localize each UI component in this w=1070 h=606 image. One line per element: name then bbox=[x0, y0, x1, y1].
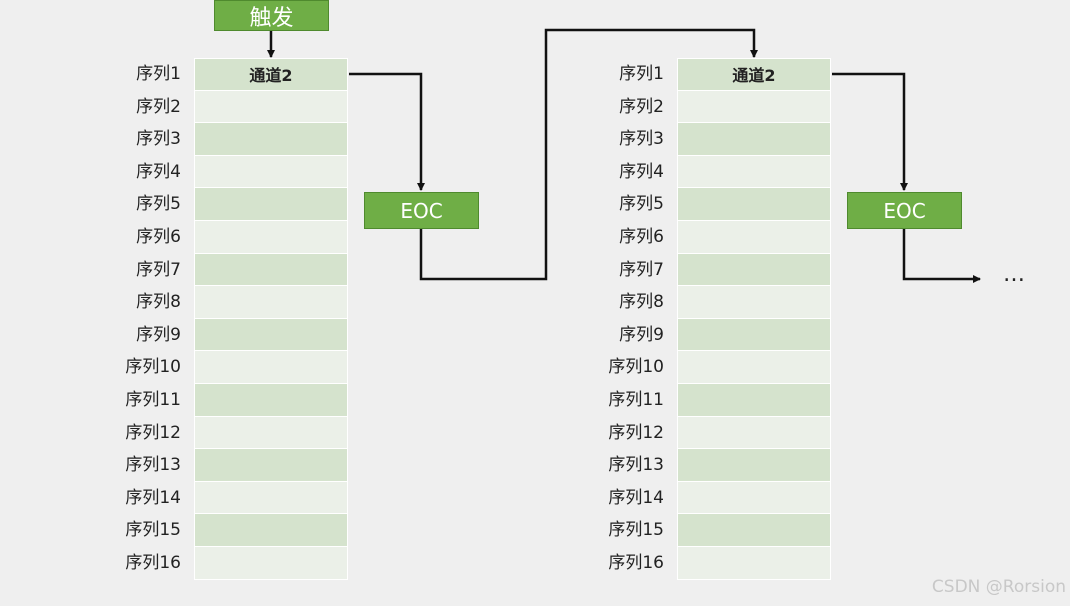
sequence-cell bbox=[194, 416, 348, 450]
trigger-label: 触发 bbox=[249, 5, 294, 31]
sequence-cell bbox=[194, 221, 348, 254]
sequence-cell bbox=[677, 90, 831, 124]
sequence-cell bbox=[194, 123, 348, 156]
sequence-cell bbox=[677, 416, 831, 450]
sequence-label: 序列5 bbox=[619, 194, 664, 215]
sequence-cell bbox=[194, 318, 348, 352]
sequence-label: 序列2 bbox=[619, 96, 664, 117]
sequence-cell bbox=[194, 188, 348, 221]
sequence-cell bbox=[194, 90, 348, 124]
sequence-label: 序列9 bbox=[136, 324, 181, 345]
sequence-cell bbox=[677, 514, 831, 547]
sequence-cell bbox=[194, 384, 348, 417]
sequence-label: 序列16 bbox=[125, 553, 181, 573]
sequence-label: 序列11 bbox=[608, 390, 664, 410]
sequence-cell bbox=[194, 547, 348, 580]
column-1-to-eoc-1-arrow bbox=[349, 72, 425, 191]
sequence-label: 序列3 bbox=[619, 129, 664, 150]
trigger-box: 触发 bbox=[214, 0, 329, 31]
eoc-box-1: EOC bbox=[364, 192, 479, 229]
channel-label: 通道2 bbox=[249, 66, 293, 86]
sequence-cell bbox=[194, 253, 348, 287]
sequence-cell bbox=[677, 547, 831, 580]
sequence-label: 序列13 bbox=[608, 455, 664, 476]
eoc-2-continue-arrow bbox=[902, 229, 981, 283]
continuation-ellipsis: … bbox=[1003, 262, 1025, 287]
sequence-cell bbox=[677, 318, 831, 352]
sequence-label: 序列8 bbox=[619, 292, 664, 313]
sequence-cell bbox=[194, 155, 348, 189]
eoc-1-to-column-2-arrow bbox=[419, 28, 758, 281]
sequence-cell bbox=[677, 351, 831, 384]
sequence-label: 序列14 bbox=[125, 487, 181, 508]
sequence-label: 序列11 bbox=[125, 390, 181, 410]
sequence-label: 序列13 bbox=[125, 455, 181, 476]
sequence-label: 序列9 bbox=[619, 324, 664, 345]
sequence-label: 序列6 bbox=[619, 227, 664, 247]
channel-cell: 通道2 bbox=[194, 58, 348, 91]
sequence-label: 序列15 bbox=[125, 520, 181, 541]
sequence-cell bbox=[677, 188, 831, 221]
sequence-label: 序列1 bbox=[619, 64, 664, 84]
column-2-to-eoc-2-arrow bbox=[832, 72, 908, 191]
sequence-cell bbox=[194, 449, 348, 482]
sequence-label: 序列3 bbox=[136, 129, 181, 150]
sequence-cell bbox=[677, 481, 831, 515]
sequence-label: 序列8 bbox=[136, 292, 181, 313]
channel-cell: 通道2 bbox=[677, 58, 831, 91]
sequence-cell bbox=[677, 449, 831, 482]
eoc-box-2: EOC bbox=[847, 192, 962, 229]
sequence-cell bbox=[194, 351, 348, 384]
sequence-label: 序列5 bbox=[136, 194, 181, 215]
sequence-label: 序列1 bbox=[136, 64, 181, 84]
sequence-cell bbox=[194, 481, 348, 515]
sequence-cell bbox=[677, 253, 831, 287]
sequence-cell bbox=[677, 155, 831, 189]
sequence-label: 序列10 bbox=[608, 357, 664, 378]
sequence-label: 序列12 bbox=[125, 422, 181, 443]
sequence-label: 序列4 bbox=[619, 161, 664, 182]
sequence-label: 序列12 bbox=[608, 422, 664, 443]
sequence-cell bbox=[677, 384, 831, 417]
sequence-label: 序列10 bbox=[125, 357, 181, 378]
sequence-label: 序列16 bbox=[608, 553, 664, 573]
eoc-label: EOC bbox=[400, 198, 443, 223]
sequence-cell bbox=[194, 286, 348, 319]
sequence-label: 序列7 bbox=[619, 259, 664, 280]
channel-label: 通道2 bbox=[732, 66, 776, 86]
sequence-label: 序列6 bbox=[136, 227, 181, 247]
sequence-label: 序列14 bbox=[608, 487, 664, 508]
watermark: CSDN @Rorsion bbox=[931, 577, 1066, 597]
sequence-label: 序列7 bbox=[136, 259, 181, 280]
sequence-cell bbox=[677, 221, 831, 254]
sequence-label: 序列15 bbox=[608, 520, 664, 541]
sequence-cell bbox=[677, 286, 831, 319]
sequence-label: 序列2 bbox=[136, 96, 181, 117]
eoc-label: EOC bbox=[883, 198, 926, 223]
sequence-cell bbox=[194, 514, 348, 547]
sequence-cell bbox=[677, 123, 831, 156]
sequence-label: 序列4 bbox=[136, 161, 181, 182]
